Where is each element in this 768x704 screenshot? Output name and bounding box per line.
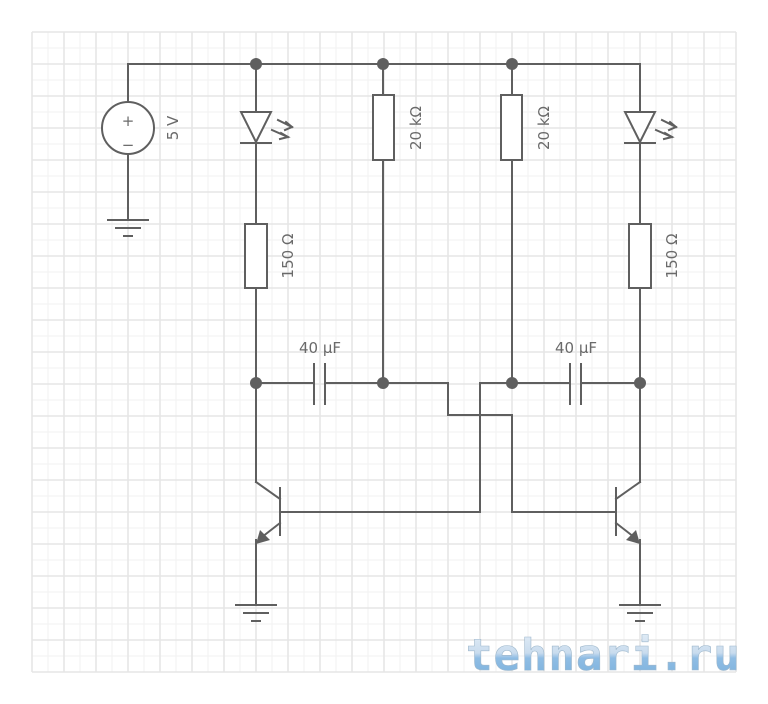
capacitor-left: 40 µF xyxy=(299,339,341,405)
junction-node xyxy=(377,377,389,389)
resistor-led-right: 150 Ω xyxy=(628,223,681,289)
ground-right-transistor xyxy=(619,604,661,622)
transistor-right xyxy=(614,480,642,544)
led-left xyxy=(239,111,294,145)
junctions xyxy=(250,58,646,389)
resistor-base-left: 20 kΩ xyxy=(372,94,425,161)
ground-left-transistor xyxy=(235,604,277,622)
junction-node xyxy=(506,377,518,389)
led-icon xyxy=(623,111,657,145)
resistor-label: 20 kΩ xyxy=(407,106,425,150)
resistor-led-left: 150 Ω xyxy=(244,223,297,289)
led-right xyxy=(623,111,678,145)
resistor-label: 150 Ω xyxy=(663,234,681,279)
voltage-source: + − 5 V xyxy=(101,101,182,155)
capacitor-label: 40 µF xyxy=(299,339,341,357)
led-icon xyxy=(239,111,273,145)
junction-node xyxy=(377,58,389,70)
junction-node xyxy=(250,377,262,389)
resistor-icon xyxy=(244,223,268,289)
junction-node xyxy=(250,58,262,70)
resistor-base-right: 20 kΩ xyxy=(500,94,553,161)
resistor-label: 150 Ω xyxy=(279,234,297,279)
resistor-icon xyxy=(628,223,652,289)
junction-node xyxy=(506,58,518,70)
voltage-source-circle xyxy=(101,101,155,155)
resistor-icon xyxy=(500,94,523,161)
transistor-left xyxy=(254,480,282,544)
resistor-icon xyxy=(372,94,395,161)
minus-sign: − xyxy=(122,136,135,154)
capacitor-label: 40 µF xyxy=(555,339,597,357)
resistor-label: 20 kΩ xyxy=(535,106,553,150)
capacitor-right: 40 µF xyxy=(555,339,597,405)
plus-sign: + xyxy=(122,112,135,130)
ground-source xyxy=(107,219,149,237)
voltage-label: 5 V xyxy=(164,115,182,140)
junction-node xyxy=(634,377,646,389)
wire-cross-right-to-left-base xyxy=(279,382,513,513)
watermark-logo: tehnari.ru xyxy=(466,630,741,681)
